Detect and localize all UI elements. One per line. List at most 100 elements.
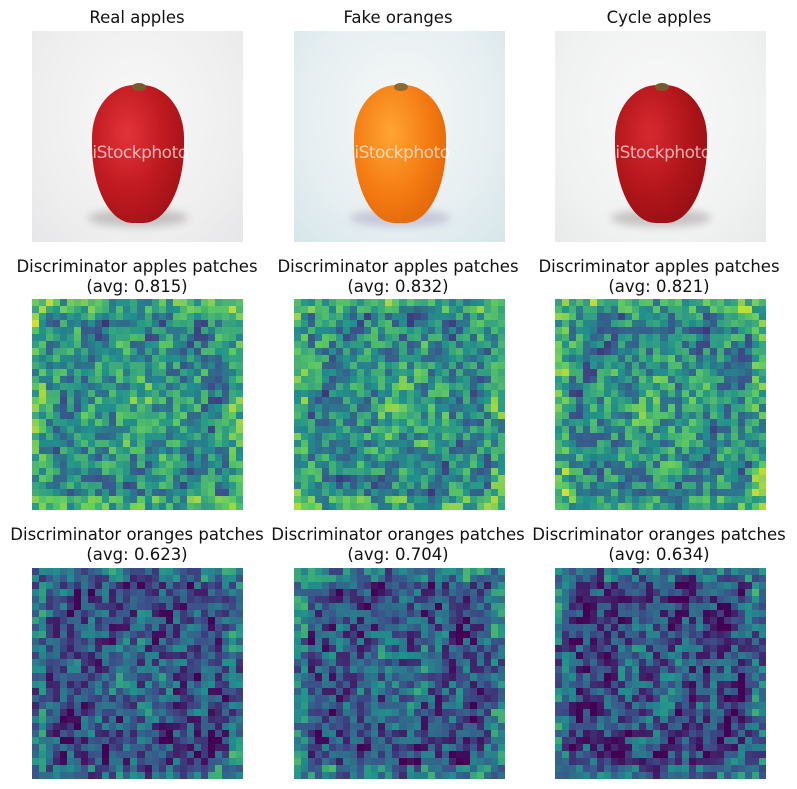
heatmap-cell (737, 474, 745, 482)
heatmap-cell (158, 313, 166, 321)
heatmap-cell (193, 502, 201, 510)
heatmap-cell (336, 701, 344, 709)
heatmap-cell (758, 575, 766, 583)
heatmap-cell (625, 355, 633, 363)
heatmap-cell (350, 624, 358, 632)
heatmap-cell (448, 736, 456, 744)
heatmap-cell (322, 320, 330, 328)
heatmap-cell (744, 425, 752, 433)
heatmap-cell (32, 453, 40, 461)
heatmap-cell (660, 397, 668, 405)
heatmap-cell (632, 617, 640, 625)
heatmap-cell (555, 404, 563, 412)
heatmap-cell (172, 750, 180, 758)
heatmap-cell (569, 652, 577, 660)
heatmap-cell (294, 694, 302, 702)
heatmap-cell (371, 390, 379, 398)
heatmap-cell (716, 453, 724, 461)
heatmap-cell (695, 418, 703, 426)
heatmap-cell (448, 474, 456, 482)
heatmap-cell (646, 659, 654, 667)
heatmap-cell (193, 362, 201, 370)
heatmap-cell (688, 488, 696, 496)
heatmap-cell (392, 488, 400, 496)
heatmap-cell (144, 673, 152, 681)
heatmap-cell (228, 348, 236, 356)
heatmap-cell (632, 383, 640, 391)
heatmap-cell (469, 673, 477, 681)
heatmap-cell (413, 299, 421, 307)
heatmap-cell (221, 439, 229, 447)
heatmap-cell (667, 355, 675, 363)
heatmap-cell (667, 673, 675, 681)
heatmap-cell (158, 390, 166, 398)
heatmap-cell (186, 425, 194, 433)
heatmap-cell (413, 397, 421, 405)
heatmap-cell (32, 355, 40, 363)
heatmap-cell (758, 341, 766, 349)
title-disc-oranges-3: Discriminator oranges patches (avg: 0.63… (524, 525, 794, 565)
heatmap-cell (179, 474, 187, 482)
heatmap-cell (207, 355, 215, 363)
heatmap-cell (723, 383, 731, 391)
heatmap-cell (399, 348, 407, 356)
heatmap-cell (441, 694, 449, 702)
heatmap-cell (618, 432, 626, 440)
heatmap-cell (730, 568, 738, 576)
heatmap-cell (95, 467, 103, 475)
heatmap-cell (364, 383, 372, 391)
heatmap-cell (193, 673, 201, 681)
heatmap-cell (123, 694, 131, 702)
heatmap-cell (583, 453, 591, 461)
heatmap-cell (695, 589, 703, 597)
heatmap-cell (611, 666, 619, 674)
heatmap-cell (625, 418, 633, 426)
heatmap-cell (702, 631, 710, 639)
heatmap-cell (200, 722, 208, 730)
heatmap-cell (301, 729, 309, 737)
heatmap-cell (74, 631, 82, 639)
heatmap-cell (53, 771, 61, 779)
heatmap-cell (364, 411, 372, 419)
heatmap-cell (455, 488, 463, 496)
heatmap-cell (179, 355, 187, 363)
heatmap-cell (490, 666, 498, 674)
heatmap-cell (322, 666, 330, 674)
heatmap-cell (165, 582, 173, 590)
heatmap-cell (228, 659, 236, 667)
heatmap-cell (221, 568, 229, 576)
heatmap-cell (214, 495, 222, 503)
heatmap-cell (102, 383, 110, 391)
heatmap-cell (357, 673, 365, 681)
heatmap-cell (730, 383, 738, 391)
heatmap-cell (420, 397, 428, 405)
heatmap-cell (590, 439, 598, 447)
heatmap-cell (639, 453, 647, 461)
heatmap-cell (476, 596, 484, 604)
heatmap-cell (102, 694, 110, 702)
heatmap-cell (653, 495, 661, 503)
heatmap-cell (709, 589, 717, 597)
heatmap-cell (562, 320, 570, 328)
heatmap-cell (716, 355, 724, 363)
heatmap-cell (562, 638, 570, 646)
heatmap-cell (308, 320, 316, 328)
heatmap-cell (448, 687, 456, 695)
heatmap-cell (448, 313, 456, 321)
heatmap-cell (674, 610, 682, 618)
heatmap-cell (688, 418, 696, 426)
heatmap-cell (214, 404, 222, 412)
heatmap-cell (32, 687, 40, 695)
heatmap-cell (441, 306, 449, 314)
heatmap-cell (39, 645, 47, 653)
heatmap-cell (60, 729, 68, 737)
heatmap-cell (646, 467, 654, 475)
heatmap-cell (583, 390, 591, 398)
heatmap-cell (158, 708, 166, 716)
heatmap-cell (441, 425, 449, 433)
heatmap-cell (737, 502, 745, 510)
heatmap-cell (476, 404, 484, 412)
heatmap-cell (497, 568, 505, 576)
heatmap-cell (562, 397, 570, 405)
heatmap-cell (653, 320, 661, 328)
